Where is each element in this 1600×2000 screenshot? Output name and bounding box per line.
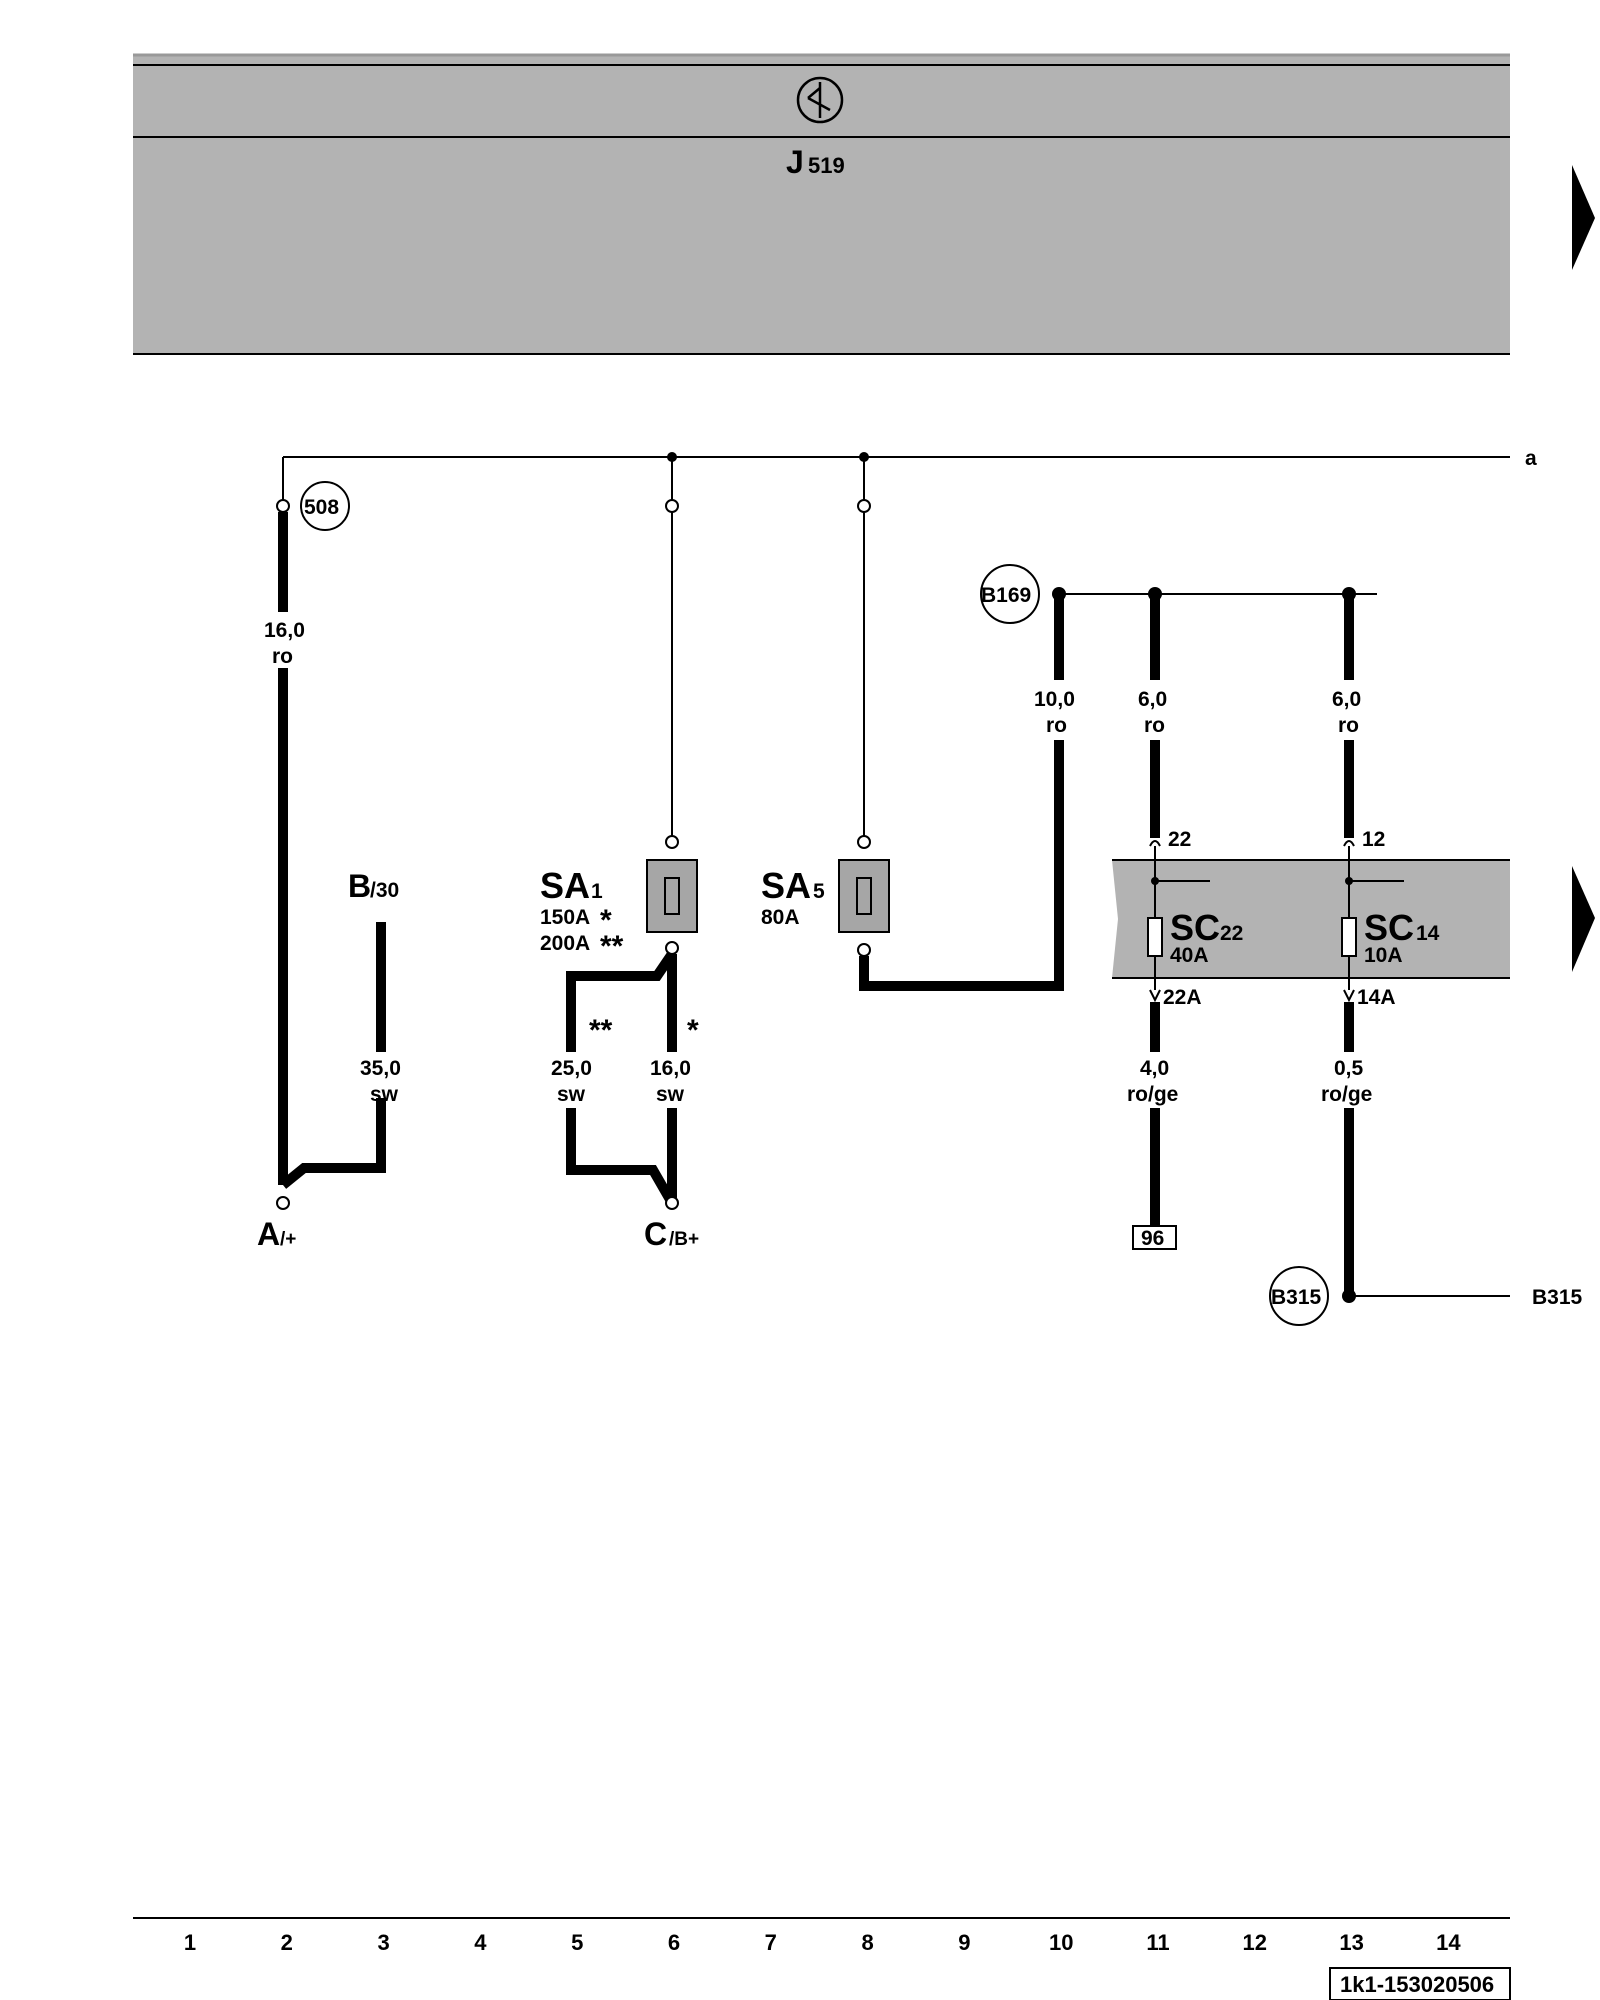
fuse-sa1-star1: * <box>600 904 612 937</box>
fuse-sa1-rating2: 200A <box>540 932 590 955</box>
connector-508-label: 508 <box>304 496 339 519</box>
b315-continuation-label: B315 <box>1532 1286 1583 1309</box>
terminal-c: C <box>644 1216 667 1252</box>
fuse-sa1-sub: 1 <box>591 880 603 903</box>
fuse-sc22-rating: 40A <box>1170 944 1209 967</box>
grid-number: 3 <box>377 1930 389 1955</box>
wire-size: 6,0 <box>1332 688 1361 711</box>
wire-size: 10,0 <box>1034 688 1075 711</box>
fuse-sa5 <box>838 859 890 933</box>
wire-color: ro <box>1338 714 1359 737</box>
connector-b169-label: B169 <box>981 584 1031 607</box>
reference-96-label: 96 <box>1141 1227 1164 1250</box>
fuse-sa1 <box>646 859 698 933</box>
connector-b315-label: B315 <box>1271 1286 1322 1309</box>
wire-color: ro/ge <box>1321 1083 1372 1106</box>
terminal-b: B <box>348 868 371 904</box>
continue-arrow-icon <box>1572 165 1595 270</box>
reference-box-96 <box>1132 1225 1177 1250</box>
wire-note-double-star: ** <box>589 1014 613 1047</box>
fuse-sc14-sub: 14 <box>1416 922 1440 945</box>
fuse-sa5-label: SA <box>761 865 811 906</box>
fuse-sc14-rating: 10A <box>1364 944 1403 967</box>
diagram-id-box <box>1329 1967 1511 2000</box>
grid-number: 8 <box>861 1930 873 1955</box>
grid-number: 12 <box>1243 1930 1267 1955</box>
grid-number: 10 <box>1049 1930 1073 1955</box>
wire-color: ro <box>272 645 293 668</box>
wire-size: 16,0 <box>650 1057 691 1080</box>
wire-size: 16,0 <box>264 619 305 642</box>
fuse-icon <box>856 877 872 915</box>
header-panel <box>133 55 1510 355</box>
wire-size: 35,0 <box>360 1057 401 1080</box>
grid-number: 14 <box>1436 1930 1461 1955</box>
grid-number: 5 <box>571 1930 583 1955</box>
grid-number: 1 <box>184 1930 196 1955</box>
grid-number: 9 <box>958 1930 970 1955</box>
terminal-a: A <box>257 1216 280 1252</box>
fuse-sa5-sub: 5 <box>813 880 825 903</box>
wire-color: sw <box>656 1083 685 1106</box>
wire-color: ro/ge <box>1127 1083 1178 1106</box>
wire-size: 0,5 <box>1334 1057 1364 1080</box>
wire-size: 25,0 <box>551 1057 592 1080</box>
wire-color: sw <box>370 1083 399 1106</box>
fuse-icon <box>1147 917 1163 957</box>
wire-size: 6,0 <box>1138 688 1167 711</box>
connector-b315 <box>1269 1266 1329 1326</box>
component-label: J <box>786 144 804 180</box>
terminal-a-sub: /+ <box>280 1229 296 1250</box>
fuse-panel-sc <box>1112 860 1510 978</box>
component-sublabel: 519 <box>808 153 845 178</box>
connector-b169 <box>980 564 1040 624</box>
ground-symbol-icon <box>796 76 844 124</box>
wire-color: sw <box>557 1083 586 1106</box>
fuse-icon <box>1341 917 1357 957</box>
grid-number: 4 <box>474 1930 487 1955</box>
grid-number: 2 <box>281 1930 293 1955</box>
wire-color: ro <box>1144 714 1165 737</box>
terminal-b-sub: /30 <box>370 879 399 902</box>
grid-number: 6 <box>668 1930 680 1955</box>
fuse-sa5-rating: 80A <box>761 906 800 929</box>
fuse-sa1-star2: ** <box>600 930 624 963</box>
fuse-sc22-label: SC <box>1170 907 1220 948</box>
diagram-id: 1k1-153020506 <box>1340 1972 1494 1997</box>
wire-size: 4,0 <box>1140 1057 1169 1080</box>
fuse-sc22-sub: 22 <box>1220 922 1243 945</box>
pin-label: 14A <box>1357 986 1396 1009</box>
grid-number: 11 <box>1146 1930 1169 1955</box>
fuse-sa1-rating1: 150A <box>540 906 590 929</box>
grid-number: 13 <box>1339 1930 1363 1955</box>
connector-508 <box>300 481 350 531</box>
fuse-sc14-label: SC <box>1364 907 1414 948</box>
wire-color: ro <box>1046 714 1067 737</box>
continue-arrow-icon <box>1572 866 1595 972</box>
wire-note-single-star: * <box>687 1014 699 1047</box>
pin-label: 12 <box>1362 828 1385 851</box>
fuse-icon <box>664 877 680 915</box>
fuse-sa1-label: SA <box>540 865 590 906</box>
terminal-c-sub: /B+ <box>669 1229 699 1250</box>
line-a-label: a <box>1525 447 1537 470</box>
pin-label: 22 <box>1168 828 1191 851</box>
grid-number: 7 <box>765 1930 777 1955</box>
pin-label: 22A <box>1163 986 1202 1009</box>
